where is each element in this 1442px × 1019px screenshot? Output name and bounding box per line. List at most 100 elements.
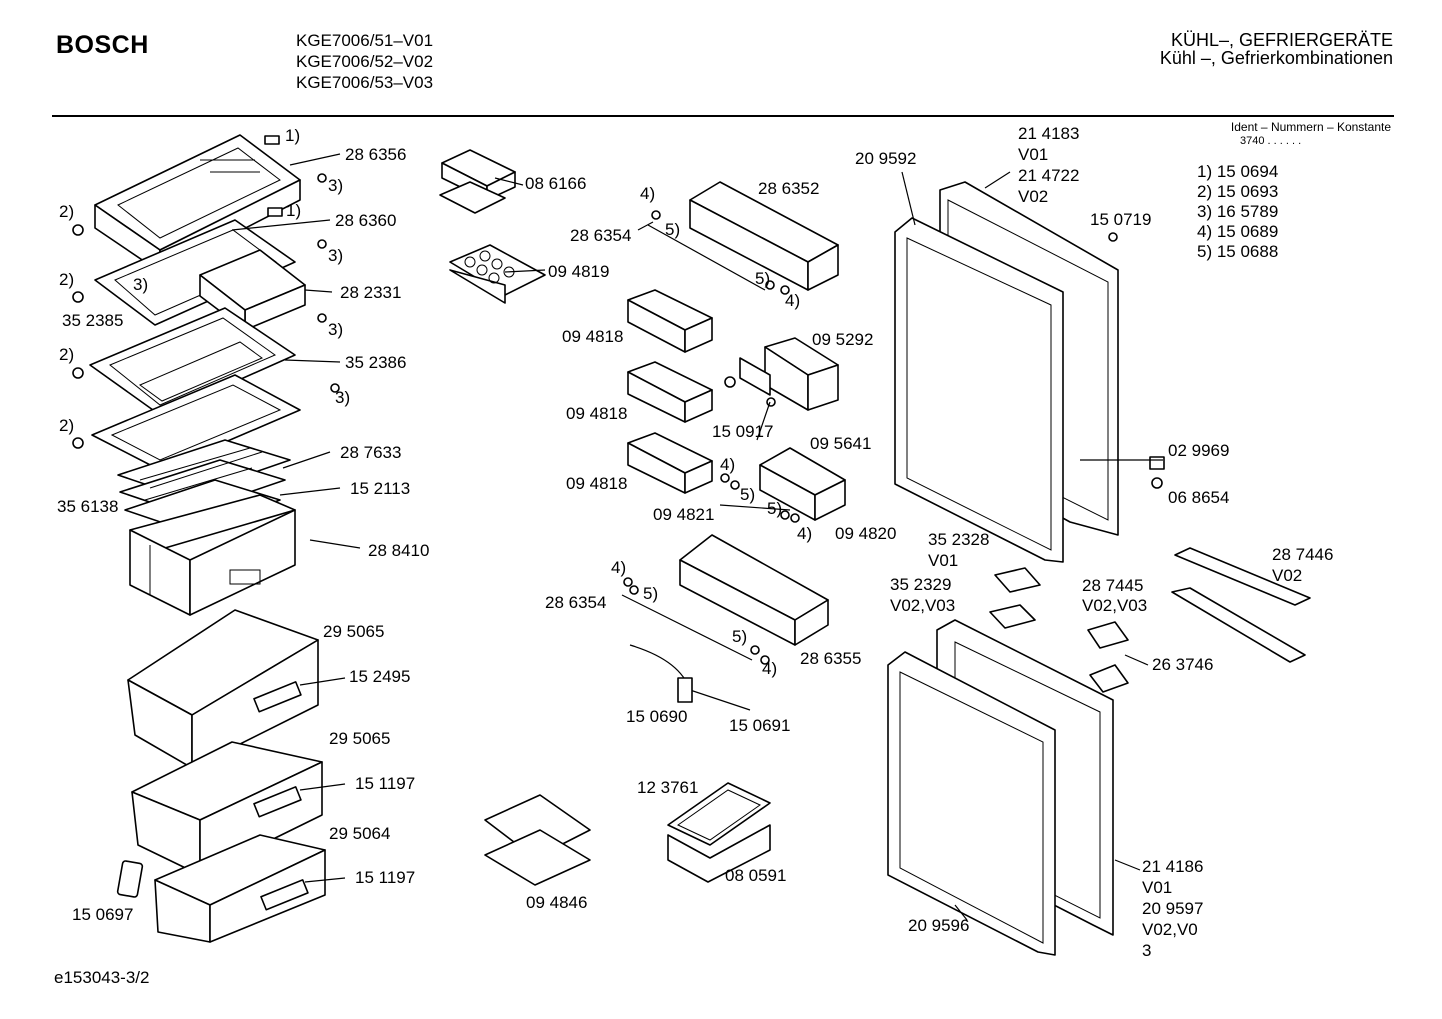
part-label: 28 6354	[545, 593, 607, 612]
ref-marker: 1)	[285, 126, 301, 145]
part-label: 29 5064	[329, 824, 391, 843]
part-label: 28 7633	[340, 443, 402, 462]
part-label: 28 6354	[570, 226, 632, 245]
part-label: V02,V03	[1082, 596, 1148, 615]
part-label: 09 4819	[548, 262, 610, 281]
rails-and-cables	[621, 210, 800, 711]
ref-marker: 1)	[286, 201, 302, 220]
glass-shelf-3	[91, 374, 301, 471]
ident-heading: Ident – Nummern – Konstante	[1230, 120, 1391, 134]
part-label: 29 5065	[329, 729, 391, 748]
part-label: 15 1197	[355, 868, 416, 887]
fridge-door-seal	[894, 217, 1064, 563]
freezer-door-seal	[887, 651, 1056, 956]
part-label: 15 0690	[626, 707, 688, 726]
crisper-drawer-1	[127, 609, 319, 769]
part-label: V01	[928, 551, 959, 570]
brand-logo: BOSCH	[56, 31, 149, 59]
ref-marker: 2)	[59, 345, 75, 364]
model-number: KGE7006/53–V03	[296, 73, 434, 92]
part-label: 20 9592	[855, 149, 917, 168]
part-label: 28 6360	[335, 211, 397, 230]
model-number: KGE7006/52–V02	[296, 52, 434, 71]
ref-marker: 5)	[643, 584, 659, 603]
part-label: 21 4183	[1018, 124, 1080, 143]
part-label: 3	[1142, 941, 1152, 960]
ice-cube-tray	[667, 782, 771, 883]
part-label: 08 6166	[525, 174, 587, 193]
egg-tray	[449, 244, 546, 304]
part-label: 09 4818	[566, 474, 628, 493]
part-label: V01	[1018, 145, 1049, 164]
dairy-compartment	[739, 337, 839, 411]
page-subtitle: Kühl –, Gefrierkombinationen	[1159, 48, 1393, 68]
ref-marker: 5)	[732, 627, 748, 646]
leader-lines	[231, 153, 1163, 921]
page-title: KÜHL–, GEFRIERGERÄTE	[1170, 30, 1393, 50]
part-label: 09 5292	[812, 330, 874, 349]
part-label: 09 4846	[526, 893, 588, 912]
part-label: 09 4821	[653, 505, 715, 524]
part-label: 28 6356	[345, 145, 407, 164]
part-label: 15 0917	[712, 422, 774, 441]
part-label: 09 4820	[835, 524, 897, 543]
door-shelf-small	[759, 447, 846, 521]
door-shelf-bottom	[679, 534, 829, 646]
part-label: 28 2331	[340, 283, 402, 302]
ident-ref: 3) 16 5789	[1197, 202, 1279, 221]
freezer-tray-grid	[117, 439, 291, 533]
part-label: 28 7446	[1272, 545, 1334, 564]
part-label: 06 8654	[1168, 488, 1230, 507]
part-label: 35 6138	[57, 497, 119, 516]
glass-shelf-2	[89, 307, 296, 416]
door-shelf-top	[689, 181, 839, 291]
ident-ref: 4) 15 0689	[1197, 222, 1279, 241]
part-label: 02 9969	[1168, 441, 1230, 460]
ident-ref: 1) 15 0694	[1197, 162, 1279, 181]
part-label: 12 3761	[637, 778, 699, 797]
part-label: V02,V0	[1142, 920, 1198, 939]
part-label: 35 2328	[928, 530, 990, 549]
butter-dish	[439, 149, 516, 214]
part-label: 20 9597	[1142, 899, 1204, 918]
part-label: V02,V03	[890, 596, 956, 615]
model-number: KGE7006/51–V01	[296, 31, 434, 50]
part-label: 35 2329	[890, 575, 952, 594]
seal-part-150697	[116, 860, 144, 898]
ref-marker: 2)	[59, 416, 75, 435]
part-label: 35 2386	[345, 353, 407, 372]
ref-marker: 3)	[328, 320, 344, 339]
crisper-drawer-3	[154, 834, 326, 943]
part-label: 08 0591	[725, 866, 787, 885]
diagram-code: e153043-3/2	[54, 968, 150, 987]
part-label: V02	[1272, 566, 1303, 585]
ref-marker: 3)	[328, 246, 344, 265]
part-label: 26 3746	[1152, 655, 1214, 674]
ref-marker: 4)	[611, 558, 627, 577]
door-bins	[627, 289, 713, 494]
ref-marker: 2)	[59, 202, 75, 221]
part-label: V01	[1142, 878, 1173, 897]
hinge-parts	[989, 232, 1311, 693]
part-label: 15 2113	[350, 479, 411, 498]
ref-marker: 3)	[133, 275, 149, 294]
part-label: 15 2495	[349, 667, 411, 686]
part-label: 21 4186	[1142, 857, 1204, 876]
part-label: 28 6352	[758, 179, 820, 198]
ref-marker: 4)	[762, 659, 778, 678]
ref-marker: 5)	[740, 485, 756, 504]
part-label: 28 8410	[368, 541, 430, 560]
part-label: 15 1197	[355, 774, 416, 793]
hardware-clips	[72, 135, 340, 449]
freezer-drawer-top	[129, 494, 296, 616]
ref-marker: 4)	[785, 291, 801, 310]
header-rule	[52, 115, 1394, 117]
ref-marker: 5)	[767, 499, 783, 518]
part-label: 28 6355	[800, 649, 862, 668]
ident-ref: 2) 15 0693	[1197, 182, 1279, 201]
part-label: 09 5641	[810, 434, 872, 453]
ref-marker: 5)	[755, 269, 771, 288]
ref-marker: 4)	[640, 184, 656, 203]
ref-marker: 4)	[797, 524, 813, 543]
